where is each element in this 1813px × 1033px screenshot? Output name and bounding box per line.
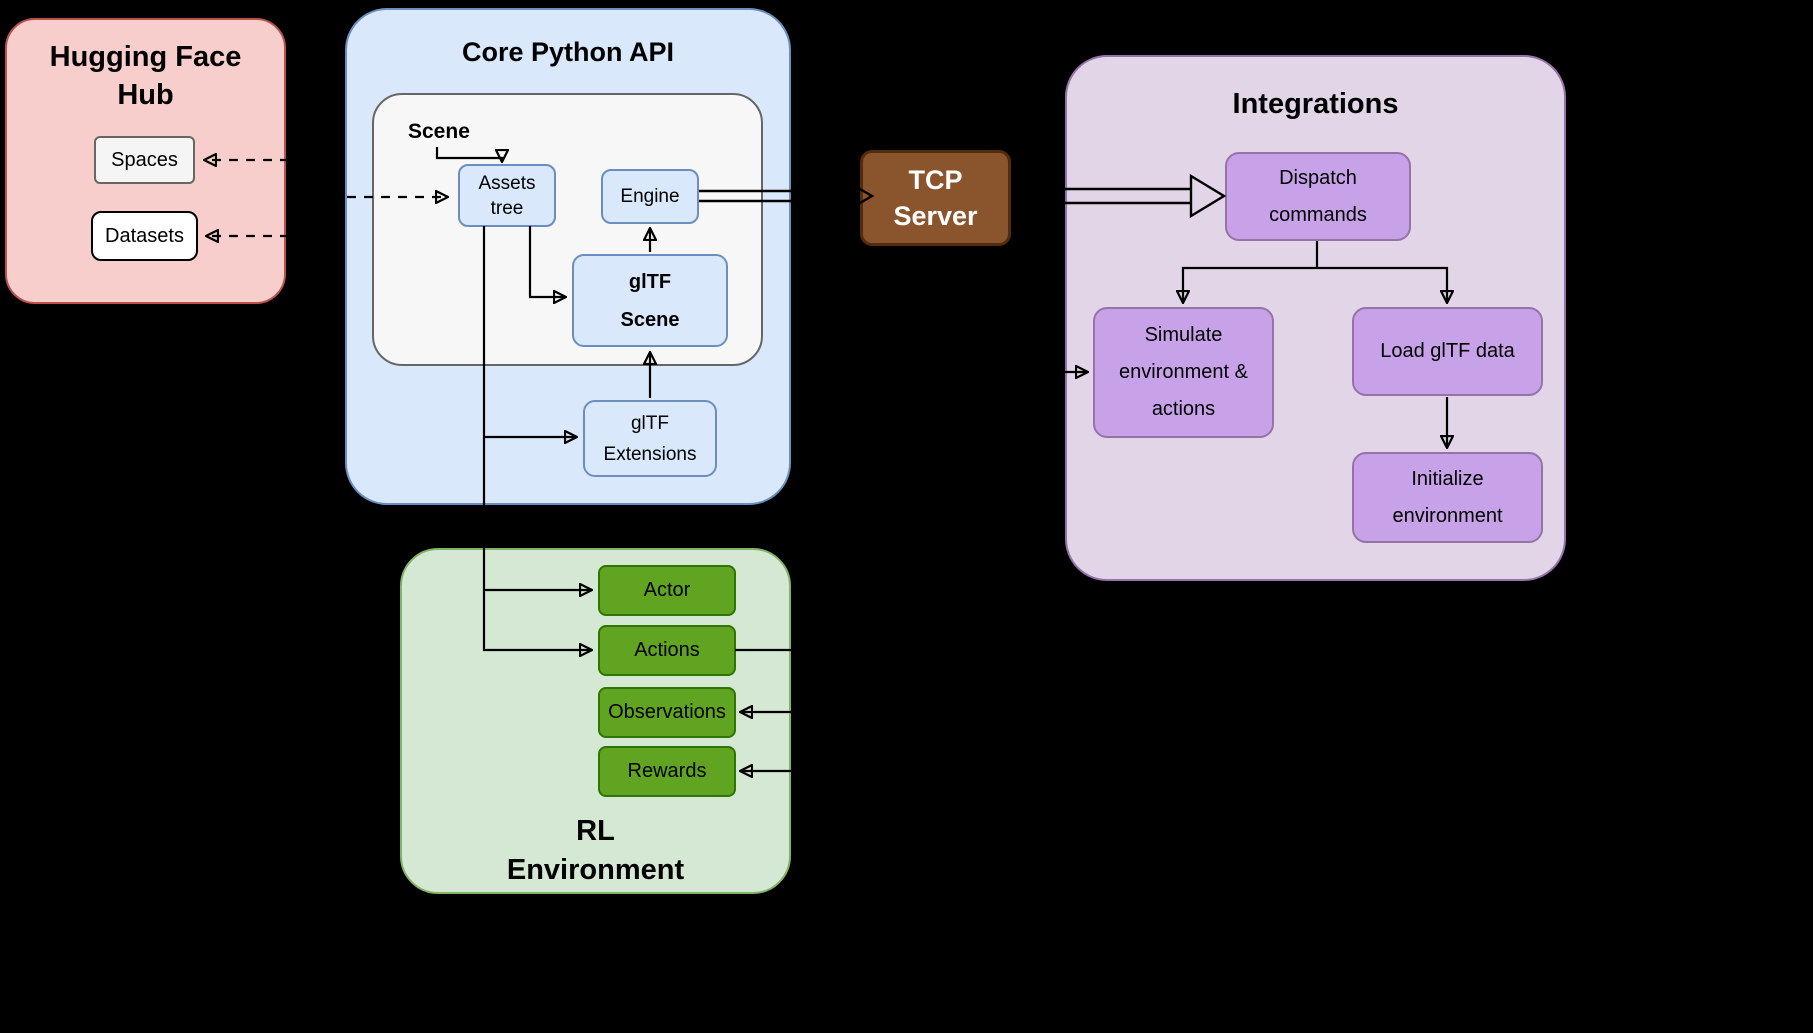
core-python-api-title: Core Python API xyxy=(461,37,675,67)
scene-label: Scene xyxy=(408,120,470,143)
engine-node: Engine xyxy=(601,169,699,224)
gltf-scene-node: glTF Scene xyxy=(572,254,728,347)
spaces-node: Spaces xyxy=(94,136,195,184)
rewards-node: Rewards xyxy=(598,746,736,797)
initialize-environment-node: Initialize environment xyxy=(1352,452,1543,543)
tcp-server-node: TCP Server xyxy=(860,150,1011,246)
load-gltf-data-node: Load glTF data xyxy=(1352,307,1543,396)
actions-node: Actions xyxy=(598,625,736,676)
simulate-environment-node: Simulate environment & actions xyxy=(1093,307,1274,438)
gltf-extensions-node: glTF Extensions xyxy=(583,400,717,477)
integrations-title: Integrations xyxy=(1232,88,1399,120)
hugging-face-hub-title: Hugging Face Hub xyxy=(49,41,242,111)
assets-tree-node: Assets tree xyxy=(458,164,556,227)
actor-node: Actor xyxy=(598,565,736,616)
datasets-node: Datasets xyxy=(91,211,198,261)
observations-node: Observations xyxy=(598,687,736,738)
dispatch-commands-node: Dispatch commands xyxy=(1225,152,1411,241)
rl-environment-title: RL Environment xyxy=(506,815,685,886)
